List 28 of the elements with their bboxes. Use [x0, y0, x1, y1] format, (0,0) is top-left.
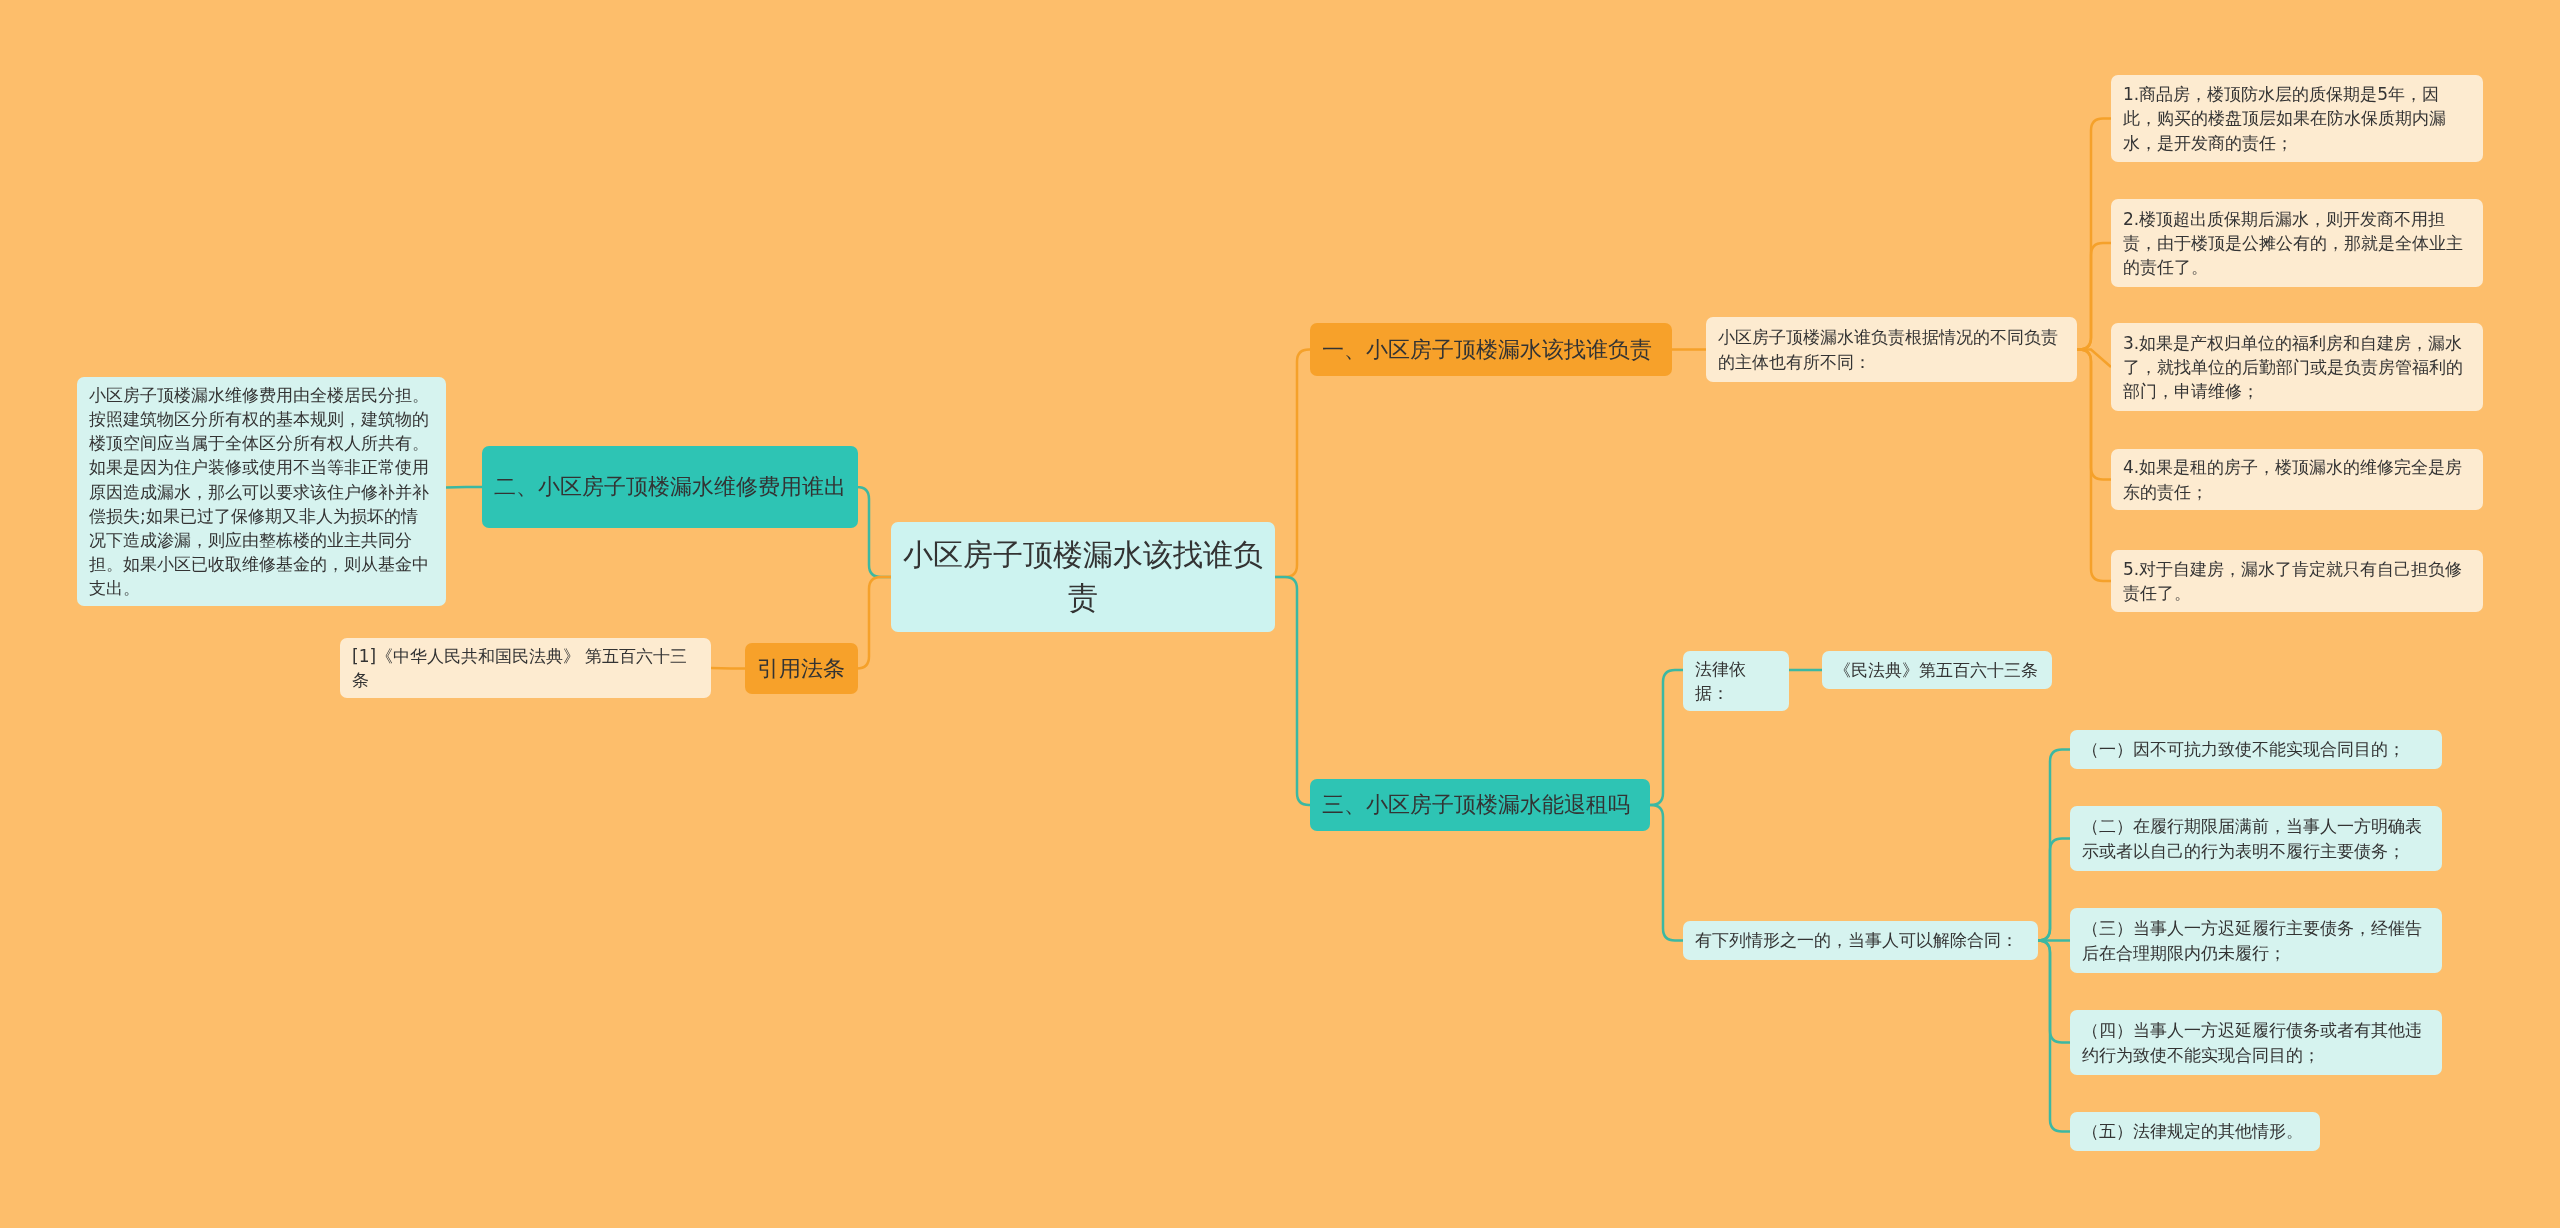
connector [710, 666, 745, 670]
text-box: （四）当事人一方迟延履行债务或者有其他违约行为致使不能实现合同目的； [2070, 1010, 2442, 1075]
connector [445, 485, 482, 489]
connector [1275, 575, 1311, 807]
branch-box: 三、小区房子顶楼漏水能退租吗 [1310, 779, 1650, 831]
branch-box: 引用法条 [745, 643, 858, 694]
connector [2038, 939, 2070, 942]
topic-box: 小区房子顶楼漏水该找谁负责 [891, 522, 1275, 632]
text-box: （三）当事人一方迟延履行主要债务，经催告后在合理期限内仍未履行； [2070, 908, 2442, 973]
connector [1789, 668, 1822, 672]
text-box: 《民法典》第五百六十三条 [1822, 651, 2052, 689]
branch-box: 二、小区房子顶楼漏水维修费用谁出 [482, 446, 858, 528]
text-box: 4.如果是租的房子，楼顶漏水的维修完全是房东的责任； [2111, 449, 2483, 510]
text-box: 小区房子顶楼漏水谁负责根据情况的不同负责的主体也有所不同： [1706, 317, 2077, 382]
text-box: 1.商品房，楼顶防水层的质保期是5年，因此，购买的楼盘顶层如果在防水保质期内漏水，是开发商的责任； [2111, 75, 2483, 162]
text-box: [1]《中华人民共和国民法典》 第五百六十三条 [340, 638, 711, 699]
text-box: （二）在履行期限届满前，当事人一方明确表示或者以自己的行为表明不履行主要债务； [2070, 806, 2442, 871]
text-box: 5.对于自建房，漏水了肯定就只有自己担负修责任了。 [2111, 550, 2483, 612]
text-box: 2.楼顶超出质保期后漏水，则开发商不用担责，由于楼顶是公摊公有的，那就是全体业主的责任了。 [2111, 199, 2483, 287]
branch-box: 一、小区房子顶楼漏水该找谁负责 [1310, 323, 1672, 376]
text-box: 法律依据： [1683, 651, 1789, 712]
text-box: （一）因不可抗力致使不能实现合同目的； [2070, 730, 2442, 769]
text-box: （五）法律规定的其他情形。 [2070, 1112, 2320, 1151]
text-box: 有下列情形之一的，当事人可以解除合同： [1683, 921, 2038, 960]
connector [1672, 348, 1706, 351]
text-box: 小区房子顶楼漏水维修费用由全楼居民分担。按照建筑物区分所有权的基本规则，建筑物的楼顶空间应当属于全体区分所有权人所共有。如果是因为住户装修或使用不当等非正常使用原因造成漏水，那么可以要求该住户修补并补偿损失;如果已过了保修期又非人为损坏的情况下造成渗漏，则应由整栋楼的业主共同分担。如果小区已收取维修基金的，则从基金中支出。 [77, 377, 446, 607]
connector [1649, 803, 1683, 942]
text-box: 3.如果是产权归单位的福利房和自建房，漏水了，就找单位的后勤部门或是负责房管福利的部门，申请维修； [2111, 323, 2483, 411]
